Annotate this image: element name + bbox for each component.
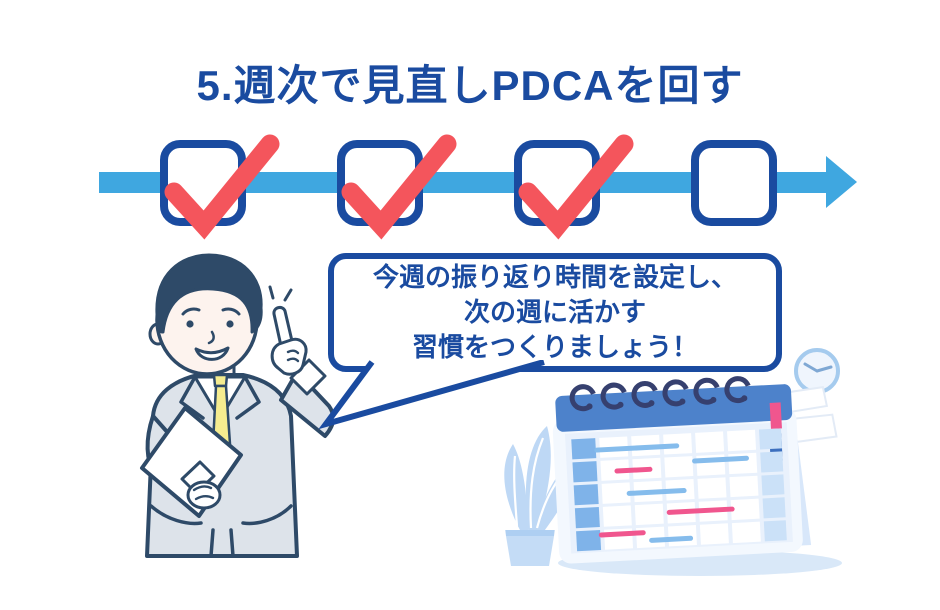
- spiral-rings: [569, 376, 752, 412]
- desk-scene: [504, 348, 842, 576]
- speech-bubble-line: 今週の振り返り時間を設定し、: [372, 262, 737, 292]
- clock-icon: [794, 348, 840, 394]
- timeline-bar: [99, 172, 827, 193]
- page-title: 5.週次で見直しPDCAを回す: [196, 62, 744, 109]
- timeline-checkbox: [514, 134, 634, 240]
- checkmark-icon: [518, 134, 634, 240]
- timeline-checkbox: [691, 140, 777, 226]
- checkmark-icon: [164, 134, 280, 240]
- speech-bubble-line: 習慣をつくりましょう！: [411, 332, 698, 362]
- calendar-grid: [571, 428, 787, 552]
- calendar-illustration: [552, 376, 838, 564]
- arrow-right-icon: [826, 156, 857, 208]
- speech-bubble-tail: [318, 360, 545, 430]
- speech-bubble-line: 次の週に活かす: [463, 297, 646, 327]
- timeline-checkbox: [337, 134, 457, 240]
- timeline-checkbox: [160, 134, 280, 240]
- checkmark-icon: [341, 134, 457, 240]
- calendar-events: [594, 443, 749, 543]
- speech-bubble: 今週の振り返り時間を設定し、 次の週に活かす 習慣をつくりましょう！: [328, 253, 782, 372]
- businessman-illustration: [140, 253, 336, 558]
